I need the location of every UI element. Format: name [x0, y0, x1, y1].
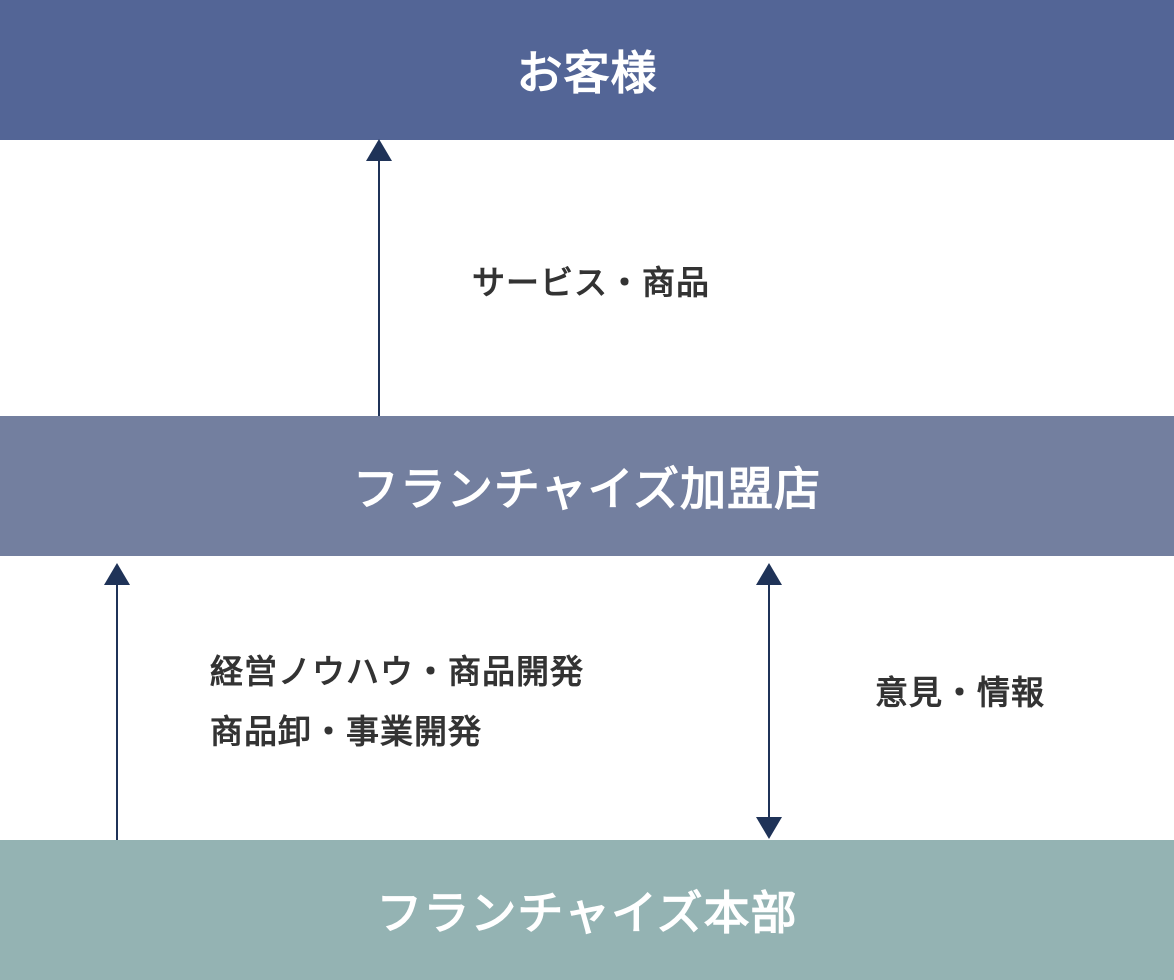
franchisee-label: フランチャイズ加盟店 — [352, 462, 822, 516]
headquarters-label: フランチャイズ本部 — [376, 886, 798, 940]
headquarters-node: フランチャイズ本部 — [0, 840, 1174, 980]
arrow-franchisee-to-customer — [366, 139, 392, 416]
support-label-line1: 経営ノウハウ・商品開発 — [210, 652, 584, 691]
customer-node: お客様 — [0, 0, 1174, 140]
arrow-bidirectional — [756, 563, 782, 839]
arrow-head-up — [366, 139, 392, 161]
opinion-info-label: 意見・情報 — [875, 673, 1045, 712]
support-label: 経営ノウハウ・商品開発 商品卸・事業開発 — [210, 642, 584, 762]
services-products-label: サービス・商品 — [472, 263, 710, 302]
arrow-head-up — [104, 563, 130, 585]
support-label-line2: 商品卸・事業開発 — [210, 712, 482, 751]
customer-label: お客様 — [516, 46, 658, 100]
arrow-head-up — [756, 563, 782, 585]
arrow-head-down — [756, 817, 782, 839]
franchisee-node: フランチャイズ加盟店 — [0, 416, 1174, 556]
arrow-hq-to-franchisee — [104, 563, 130, 840]
